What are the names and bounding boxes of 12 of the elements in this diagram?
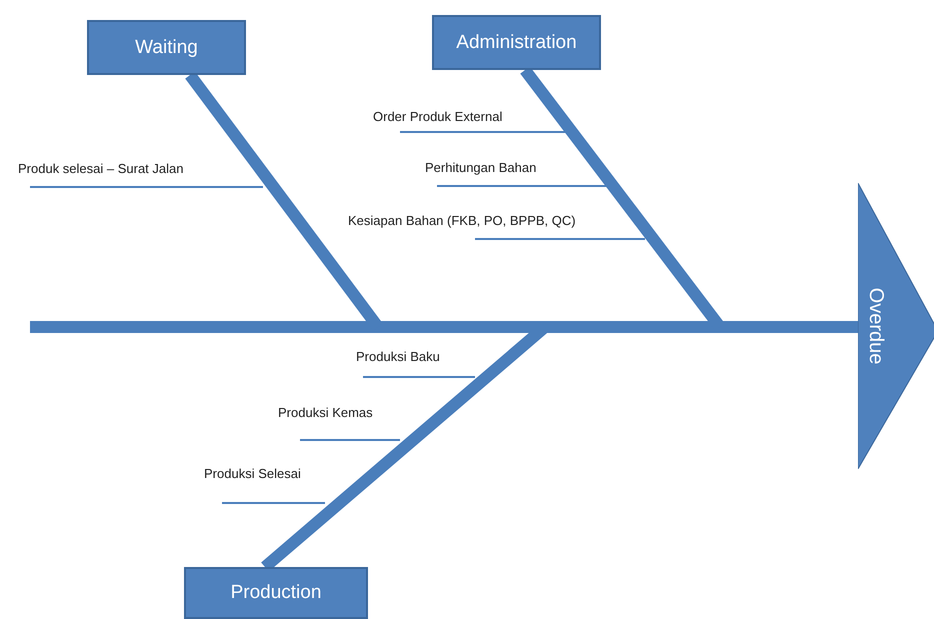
cause-label: Produk selesai – Surat Jalan xyxy=(18,161,184,176)
fishbone-line xyxy=(30,321,858,333)
cause-label: Produksi Selesai xyxy=(204,466,301,481)
cause-label: Order Produk External xyxy=(373,109,502,124)
effect-text: Overdue xyxy=(866,288,886,364)
cause-label: Produksi Baku xyxy=(356,349,440,364)
category-box: Administration xyxy=(432,15,601,70)
category-box: Waiting xyxy=(87,20,246,75)
cause-label: Produksi Kemas xyxy=(278,405,373,420)
cause-label: Kesiapan Bahan (FKB, PO, BPPB, QC) xyxy=(348,213,576,228)
cause-label: Perhitungan Bahan xyxy=(425,160,536,175)
category-box: Production xyxy=(184,567,368,619)
